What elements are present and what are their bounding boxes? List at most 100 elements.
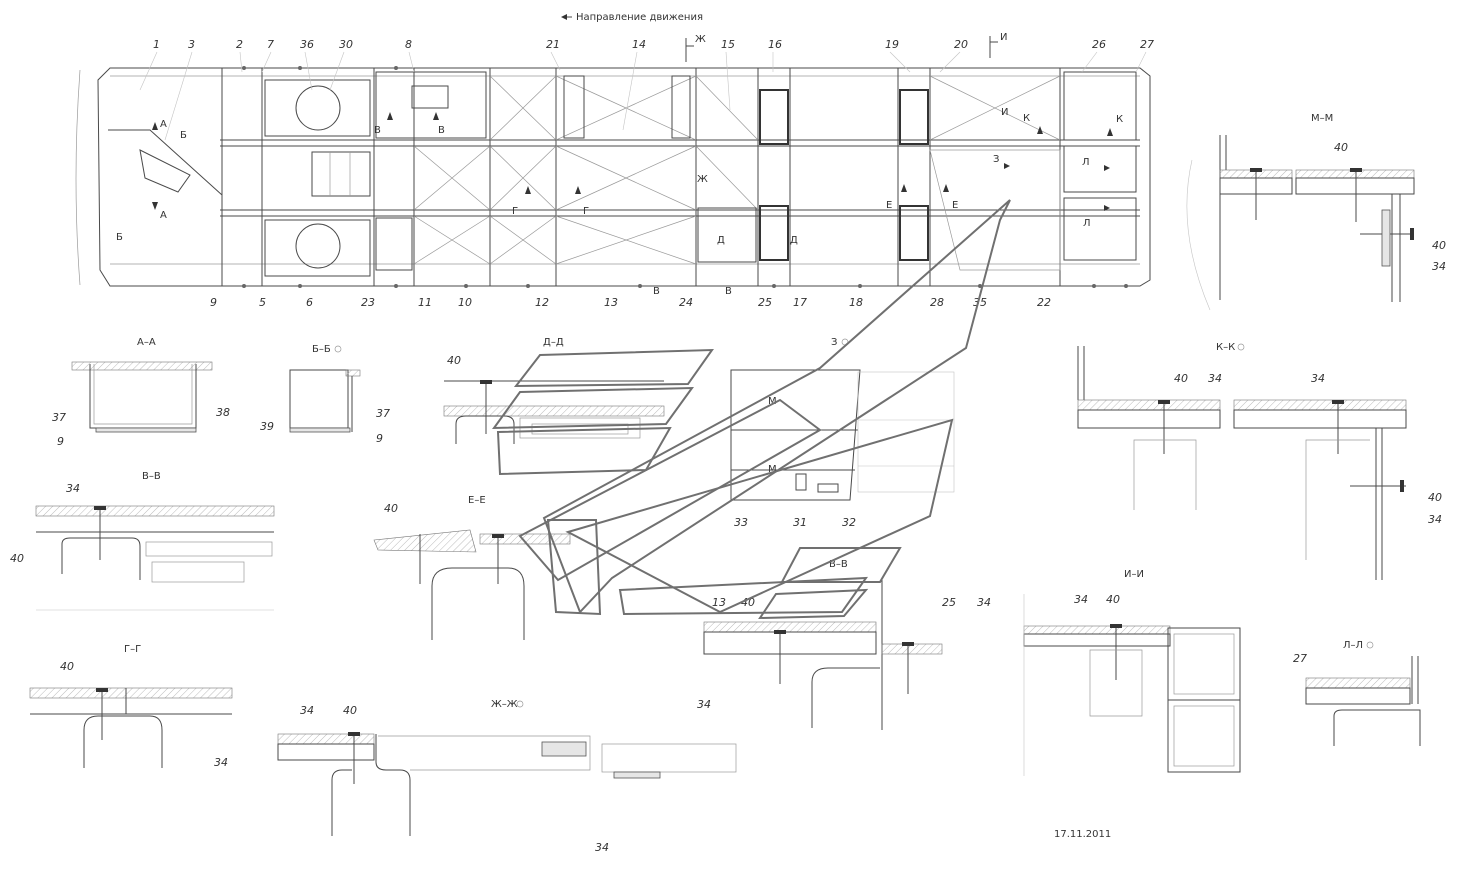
mark-a-1: А <box>160 119 167 130</box>
svg-text:33: 33 <box>734 516 748 529</box>
svg-text:34: 34 <box>1432 260 1446 273</box>
mark-d-2: Д <box>790 235 798 246</box>
callout-bottom-6: 6 <box>306 296 313 309</box>
svg-text:31: 31 <box>793 516 807 529</box>
section-ll-title: Л–Л <box>1343 640 1363 651</box>
section-gg-title: Г–Г <box>124 644 141 655</box>
section-ll: Л–Л 27 <box>1293 640 1421 746</box>
mark-v-2: В <box>438 125 445 136</box>
callout-bottom-24: 24 <box>679 296 693 309</box>
svg-text:37: 37 <box>376 407 390 420</box>
mark-z: З <box>993 154 999 165</box>
callout-bottom-12: 12 <box>535 296 549 309</box>
callout-bottom-9: 9 <box>210 296 217 309</box>
section-bb-title: Б–Б <box>312 344 331 355</box>
svg-text:40: 40 <box>1174 372 1188 385</box>
callout-bottom-22: 22 <box>1037 296 1051 309</box>
mark-d-1: Д <box>717 235 725 246</box>
direction-title: Направление движения <box>576 12 703 23</box>
mark-g-2: Г <box>583 206 589 217</box>
callout-bottom-17: 17 <box>793 296 807 309</box>
section-aa-title: А–А <box>137 337 156 348</box>
callout-top-30: 30 <box>339 38 353 51</box>
svg-text:40: 40 <box>384 502 398 515</box>
callout-top-36: 36 <box>300 38 314 51</box>
svg-text:9: 9 <box>57 435 64 448</box>
svg-text:М: М <box>768 396 777 407</box>
section-vv-left: В–В 34 40 <box>10 471 275 611</box>
callout-bottom-11: 11 <box>418 296 432 309</box>
callout-top-15: 15 <box>721 38 735 51</box>
section-z-title: З <box>831 337 837 348</box>
mark-zh-top: Ж <box>695 34 706 45</box>
mark-l-2: Л <box>1083 218 1091 229</box>
svg-text:34: 34 <box>1208 372 1222 385</box>
mark-b-2: Б <box>116 232 123 243</box>
svg-text:40: 40 <box>1428 491 1442 504</box>
svg-text:38: 38 <box>216 406 230 419</box>
svg-text:40: 40 <box>1106 593 1120 606</box>
callout-bottom-18: 18 <box>849 296 863 309</box>
section-mm: М–М 40 40 34 <box>1186 113 1446 311</box>
svg-text:40: 40 <box>343 704 357 717</box>
callout-bottom-10: 10 <box>458 296 472 309</box>
top-callouts: 1 3 2 7 36 30 8 21 14 15 16 19 20 26 27 <box>153 38 1154 51</box>
svg-text:13: 13 <box>712 596 726 609</box>
section-aa: А–А 37 38 9 <box>52 337 230 448</box>
mark-l-1: Л <box>1082 157 1090 168</box>
section-dd-title: Д–Д <box>543 337 564 348</box>
mark-g-1: Г <box>512 206 518 217</box>
callout-top-26: 26 <box>1092 38 1106 51</box>
bottom-callouts: 9 5 6 23 11 10 12 13 24 25 17 18 28 35 2… <box>210 296 1051 309</box>
callout-bottom-13: 13 <box>604 296 618 309</box>
mark-v-4: В <box>725 286 732 297</box>
svg-text:34: 34 <box>697 698 711 711</box>
section-dd: Д–Д 40 <box>443 337 665 444</box>
drawing-date: 17.11.2011 <box>1054 829 1111 840</box>
callout-top-3: 3 <box>188 38 195 51</box>
chassis-plan-view <box>75 66 1151 288</box>
callout-top-27: 27 <box>1140 38 1154 51</box>
callout-bottom-23: 23 <box>361 296 375 309</box>
watermark-logo <box>492 199 1011 620</box>
section-zhzh-title: Ж–Ж <box>491 699 518 710</box>
section-mm-title: М–М <box>1311 113 1333 124</box>
section-zhzh: Ж–Ж 34 40 34 <box>277 699 737 854</box>
callout-top-8: 8 <box>405 38 412 51</box>
callout-top-2: 2 <box>236 38 243 51</box>
svg-text:37: 37 <box>52 411 66 424</box>
svg-text:9: 9 <box>376 432 383 445</box>
mark-v-3: В <box>653 286 660 297</box>
svg-text:34: 34 <box>300 704 314 717</box>
svg-text:34: 34 <box>1428 513 1442 526</box>
mark-k-1: К <box>1023 113 1030 124</box>
svg-text:40: 40 <box>447 354 461 367</box>
svg-text:34: 34 <box>1311 372 1325 385</box>
section-vv-center: В–В 13 40 25 34 34 <box>697 559 991 730</box>
section-ee-title: Е–Е <box>468 495 486 506</box>
mark-e-2: Е <box>952 200 958 211</box>
callout-top-21: 21 <box>546 38 560 51</box>
direction-indicator: Направление движения <box>561 12 703 23</box>
callout-top-7: 7 <box>267 38 274 51</box>
svg-text:40: 40 <box>60 660 74 673</box>
mark-a-2: А <box>160 210 167 221</box>
svg-text:40: 40 <box>1432 239 1446 252</box>
section-kk-title: К–К <box>1216 342 1235 353</box>
section-gg: Г–Г 40 34 <box>29 644 233 769</box>
mark-e-1: Е <box>886 200 892 211</box>
section-ee: Е–Е 40 <box>373 495 571 640</box>
svg-text:40: 40 <box>10 552 24 565</box>
svg-text:25: 25 <box>942 596 956 609</box>
callout-bottom-28: 28 <box>930 296 944 309</box>
section-z: З М М 33 31 32 <box>730 337 955 529</box>
callout-top-19: 19 <box>885 38 899 51</box>
svg-text:39: 39 <box>260 420 274 433</box>
svg-text:34: 34 <box>66 482 80 495</box>
section-vv-left-title: В–В <box>142 471 161 482</box>
section-marks: Ж Ж И И К К Л Л А А Б Б В В В В Г Г Д Д … <box>116 32 1123 297</box>
callout-bottom-25: 25 <box>758 296 772 309</box>
svg-text:40: 40 <box>741 596 755 609</box>
section-arrows <box>152 112 1113 211</box>
section-vv-center-title: В–В <box>829 559 848 570</box>
